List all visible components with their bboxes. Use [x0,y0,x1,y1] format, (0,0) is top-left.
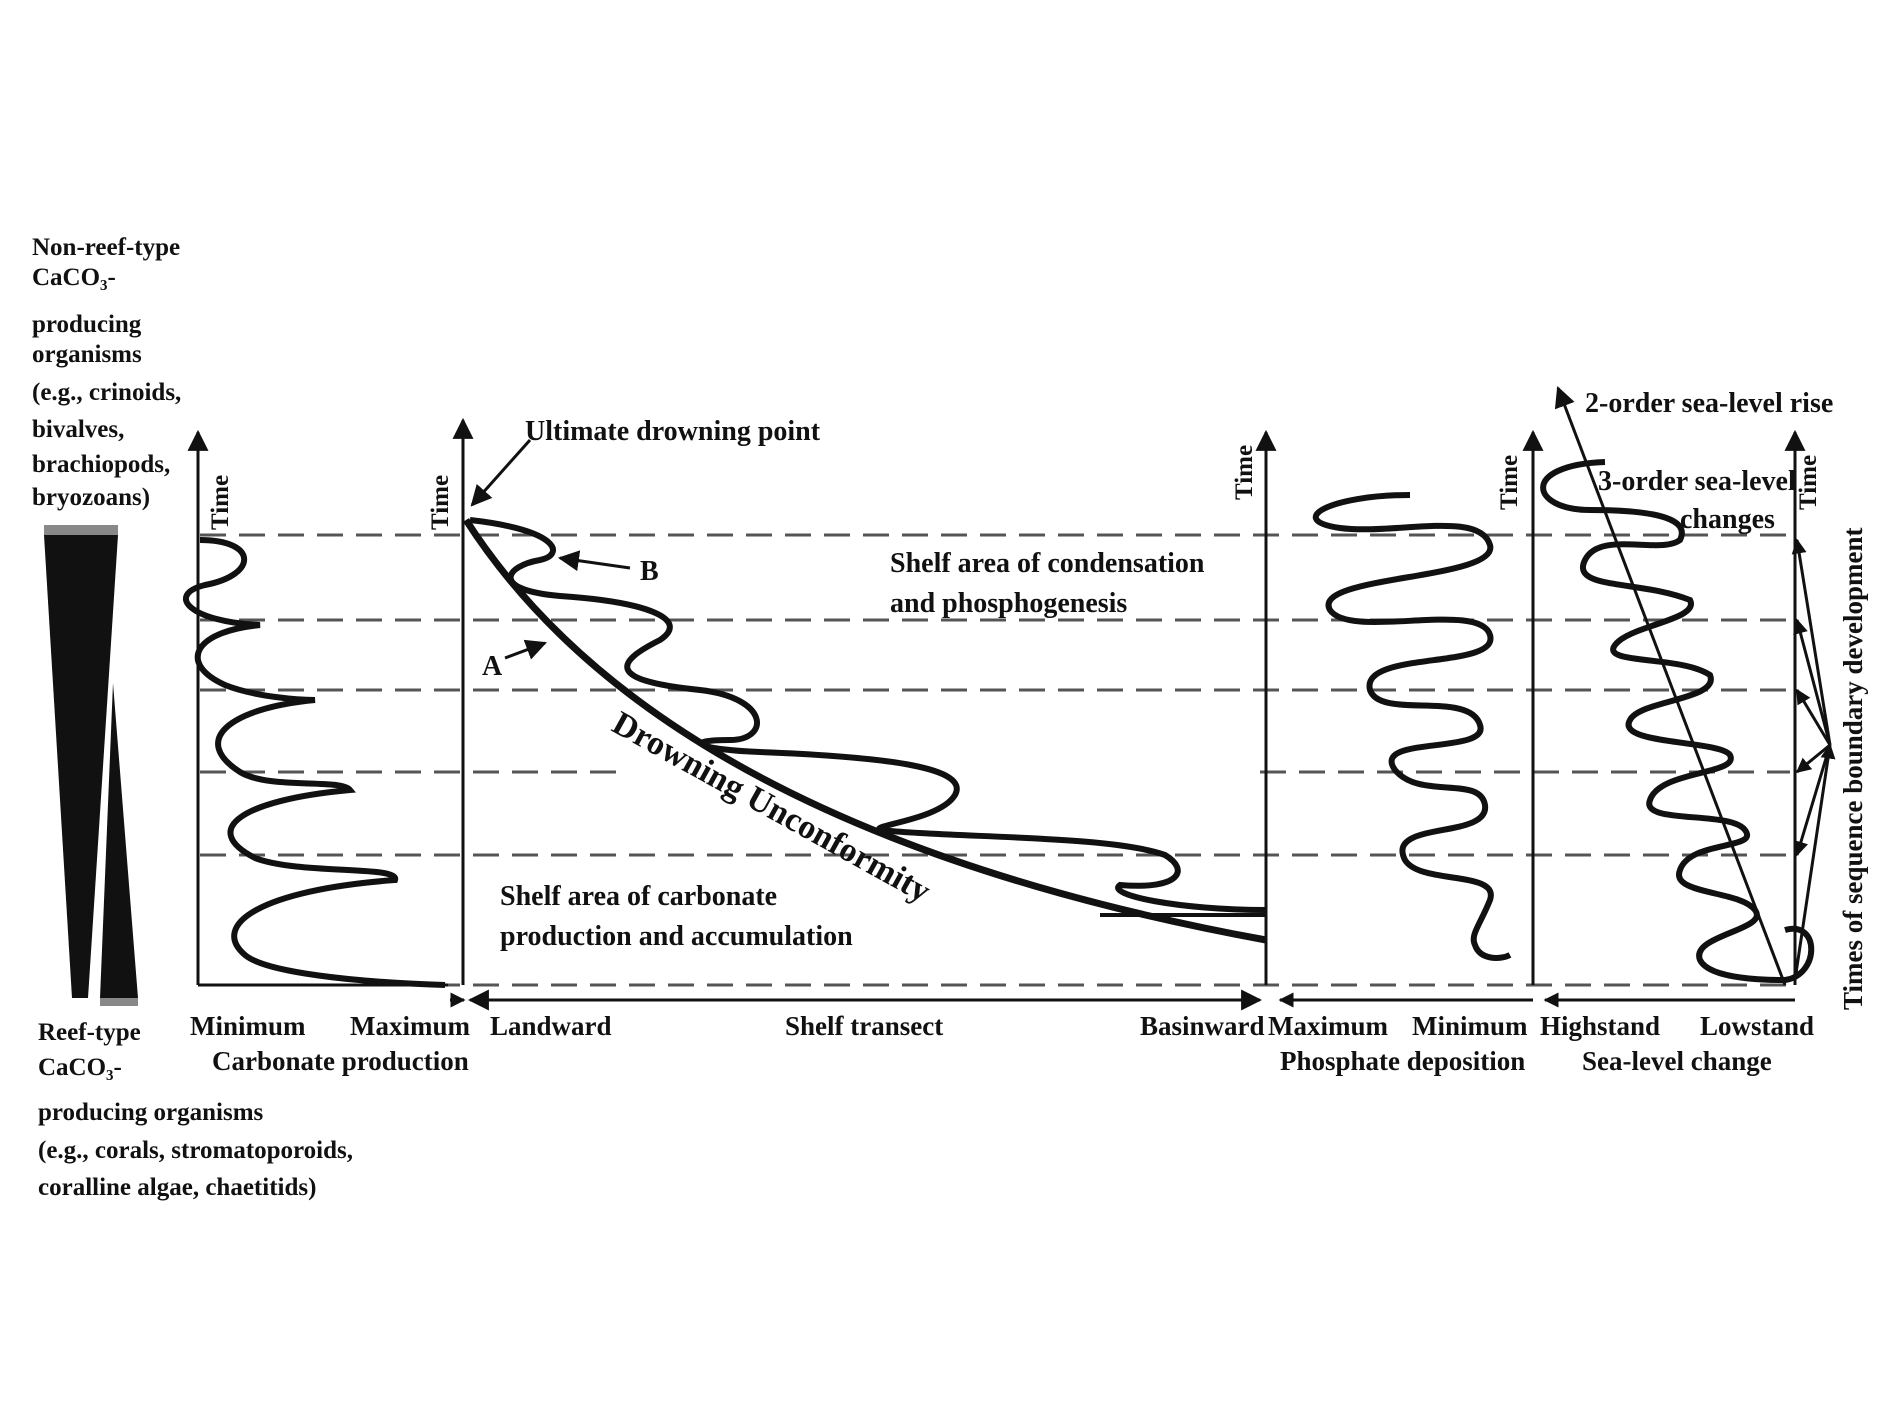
sealevel-time-label: Time [1795,455,1822,510]
highstand-label: Highstand [1540,1011,1660,1041]
point-b-arrow [557,550,631,572]
shelf-transect-title: Shelf transect [785,1011,943,1041]
phosphate-axis-title: Phosphate deposition [1280,1046,1525,1076]
basin-time-label: Time [1231,445,1258,500]
phosphate-axis [1278,429,1544,1008]
carbonate-production-curve [182,537,446,988]
sequence-boundary-arrow [1793,618,1832,746]
basinward-label: Basinward [1140,1011,1265,1041]
landward-label: Landward [490,1011,612,1041]
point-a-arrow [504,639,547,660]
shelf-time-label: Time [427,475,454,530]
reef-wedge-base [100,998,138,1006]
non-reef-wedge-cap [44,525,118,535]
reef-organisms-label: Reef-type CaCO₃- producing organisms (e.… [38,1019,359,1201]
point-a-label: A [482,651,503,682]
drowning-unconformity-curve [463,518,1267,944]
shelf-axes [450,417,1277,1011]
organism-wedges [44,525,138,1006]
ultimate-drowning-point-label: Ultimate drowning point [525,416,821,447]
non-reef-wedge [44,535,118,998]
third-order-sealevel-curve [1540,459,1815,984]
phosphate-deposition-curve [1312,492,1512,961]
shelf-facies-curve [469,517,1267,913]
sequence-boundary-arrow [1795,743,1831,774]
sealevel-axis-title: Sea-level change [1582,1046,1772,1076]
sequence-boundary-arrow [1793,744,1832,857]
drowning-unconformity-label: Drowning Unconformity [606,705,936,911]
phosphate-min-label: Minimum [1412,1011,1528,1041]
phosphate-time-label: Time [1496,455,1523,510]
carbonate-max-label: Maximum [350,1011,470,1041]
sequence-boundary-arrows [1791,538,1836,981]
sealevel-axis [1543,386,1806,1008]
reef-wedge [100,683,138,998]
sequence-boundary-arrow [1791,538,1832,746]
second-order-rise-arrow [1554,386,1787,986]
sequence-boundary-arrow [1795,688,1832,746]
drowning-point-arrow [470,439,532,507]
sequence-boundary-arrow [1793,743,1836,981]
condensation-area-label: Shelf area of condensation and phosphoge… [890,548,1212,619]
carbonate-axis-title: Carbonate production [212,1046,469,1076]
third-order-changes-label: 3-order sea-level changes [1598,466,1803,535]
sequence-boundary-label: Times of sequence boundary development [1838,527,1868,1010]
lowstand-label: Lowstand [1700,1011,1814,1041]
carbonate-area-label: Shelf area of carbonate production and a… [500,881,853,952]
carbonate-time-label: Time [207,475,234,530]
point-b-label: B [640,556,659,587]
carbonate-axis [187,429,448,987]
non-reef-organisms-label: Non-reef-type CaCO₃- producing organisms… [32,234,188,511]
second-order-rise-label: 2-order sea-level rise [1585,388,1833,419]
annotation-arrows [470,439,631,660]
carbonate-min-label: Minimum [190,1011,306,1041]
phosphate-max-label: Maximum [1268,1011,1388,1041]
